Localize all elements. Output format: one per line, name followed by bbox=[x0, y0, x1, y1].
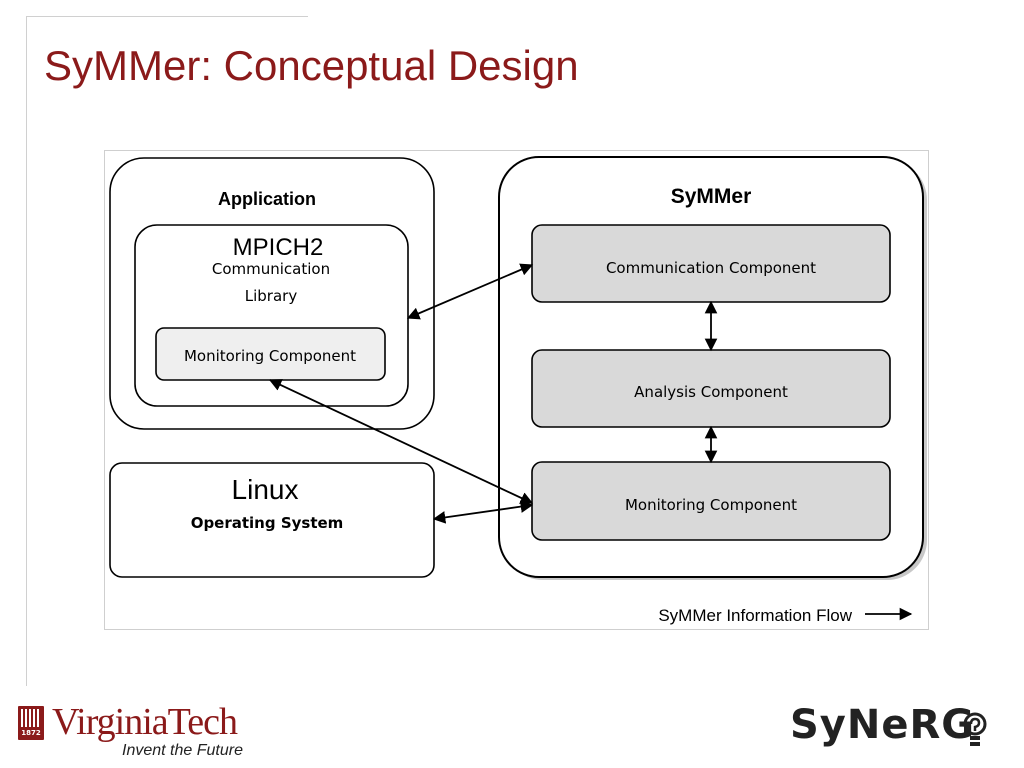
os-subtitle: Operating System bbox=[191, 514, 344, 532]
arrow-library-communication bbox=[406, 263, 534, 320]
vt-name: VirginiaTech bbox=[52, 701, 238, 743]
app-monitoring-label: Monitoring Component bbox=[184, 347, 356, 365]
application-title: Application bbox=[218, 189, 316, 209]
symmer-communication-label: Communication Component bbox=[606, 259, 816, 277]
symmer-monitoring-label: Monitoring Component bbox=[625, 496, 797, 514]
legend-label: SyMMer Information Flow bbox=[658, 606, 852, 625]
library-label-line2: Library bbox=[245, 287, 298, 305]
virginia-tech-logo: 1872 VirginiaTech Invent the Future bbox=[18, 701, 278, 764]
library-name: MPICH2 bbox=[233, 234, 324, 261]
vt-seal-icon: 1872 bbox=[18, 706, 44, 740]
synerg-logo: SyNeRG bbox=[790, 702, 976, 748]
library-label-line1: Communication bbox=[212, 260, 330, 278]
diagram-frame: Application MPICH2 Communication Library… bbox=[104, 150, 929, 630]
top-rule bbox=[26, 16, 308, 17]
symmer-title: SyMMer bbox=[671, 185, 752, 208]
arrow-app-monitoring-symmer-monitoring bbox=[268, 379, 534, 504]
diagram-canvas: Application MPICH2 Communication Library… bbox=[109, 156, 927, 625]
side-rule bbox=[26, 16, 27, 686]
arrow-os-symmer-monitoring bbox=[432, 500, 534, 524]
symmer-analysis-label: Analysis Component bbox=[634, 383, 788, 401]
os-name: Linux bbox=[232, 474, 299, 505]
lightbulb-icon bbox=[963, 712, 987, 746]
slide-title: SyMMer: Conceptual Design bbox=[44, 42, 579, 89]
vt-tagline: Invent the Future bbox=[122, 742, 243, 759]
